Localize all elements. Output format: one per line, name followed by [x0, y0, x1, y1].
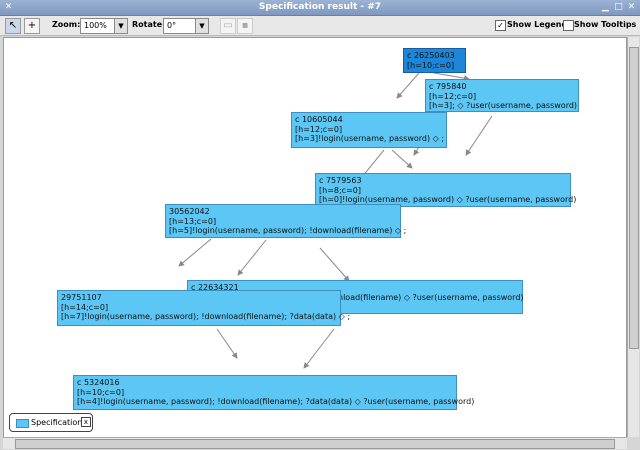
zoom-label: Zoom:	[52, 20, 81, 29]
node-trace: [h=0]!login(username, password) ◇ ?user(…	[319, 195, 577, 204]
show-tooltips-label: Show Tooltips	[574, 20, 637, 29]
node-id: c 795840	[429, 82, 467, 91]
node-id: c 26250403	[407, 51, 455, 60]
toolbar: ↖ + Zoom: 100% ▼ Rotate: 0° ▼ ▭ ▪ ✓ Show…	[0, 16, 640, 36]
edge	[303, 328, 335, 369]
graph-node[interactable]: c 10605044 [h=12;c=0] [h=3]!login(userna…	[291, 112, 447, 148]
graph-node[interactable]: 30562042 [h=13;c=0] [h=5]!login(username…	[165, 204, 407, 238]
node-state: [h=12;c=0]	[429, 91, 477, 101]
window-menu-icon[interactable]: ✕	[4, 2, 13, 12]
legend-swatch	[16, 419, 29, 428]
edge	[391, 149, 413, 169]
show-legend-label: Show Legend	[507, 20, 568, 29]
minimize-icon[interactable]: ▁	[602, 2, 609, 12]
horizontal-scrollbar[interactable]	[3, 437, 627, 449]
move-tool-icon[interactable]: +	[24, 18, 40, 34]
edge	[237, 239, 267, 276]
node-state: [h=13;c=0]	[169, 216, 217, 226]
legend: Specification x	[9, 413, 93, 432]
graph-node[interactable]: c 7579563 [h=8;c=0] [h=0]!login(username…	[315, 173, 577, 207]
node-trace: [h=7]!login(username, password); !downlo…	[61, 312, 351, 321]
chevron-down-icon[interactable]: ▼	[195, 19, 208, 33]
pointer-tool-icon[interactable]: ↖	[5, 18, 21, 34]
node-state: [h=10;c=0]	[77, 387, 125, 397]
window-titlebar: ✕ Specification result - #7 ▁ □ ✕	[0, 0, 640, 16]
edge	[216, 328, 238, 359]
node-id: 29751107	[61, 293, 102, 302]
graph-canvas[interactable]: c 26250403 [h=10;c=0] c 795840 [h=12;c=0…	[3, 37, 627, 438]
rotate-select[interactable]: 0° ▼	[163, 18, 209, 34]
edge	[178, 238, 212, 267]
node-id: c 10605044	[295, 115, 343, 124]
window-title: Specification result - #7	[258, 2, 382, 12]
graph-node[interactable]: c 795840 [h=12;c=0] [h=3]; ◇ ?user(usern…	[425, 79, 579, 112]
node-id: c 7579563	[319, 176, 362, 185]
chevron-down-icon[interactable]: ▼	[114, 19, 127, 33]
node-trace: [h=3]!login(username, password) ◇ ;	[295, 134, 445, 143]
edge	[433, 72, 470, 82]
edge	[319, 247, 350, 282]
vertical-scrollbar[interactable]	[627, 37, 639, 437]
legend-label: Specification	[31, 418, 83, 427]
show-legend-checkbox[interactable]: ✓	[495, 20, 506, 31]
node-state: [h=10;c=0]	[407, 60, 455, 70]
rotate-value: 0°	[167, 21, 177, 30]
maximize-icon[interactable]: □	[614, 2, 623, 12]
node-trace: nload(filename) ◇ ?user(username, passwo…	[338, 292, 524, 302]
node-state: [h=8;c=0]	[319, 185, 361, 195]
close-icon[interactable]: ✕	[627, 2, 636, 12]
node-id: c 22634321	[191, 283, 239, 292]
node-id: c 5324016	[77, 378, 120, 387]
legend-close-icon[interactable]: x	[81, 417, 91, 427]
zoom-select[interactable]: 100% ▼	[80, 18, 128, 34]
edge	[465, 115, 493, 156]
node-trace: [h=4]!login(username, password); !downlo…	[77, 397, 475, 406]
edge	[396, 72, 420, 99]
graph-node[interactable]: c 5324016 [h=10;c=0] [h=4]!login(usernam…	[73, 375, 475, 410]
show-tooltips-checkbox[interactable]	[563, 20, 574, 31]
copy-icon[interactable]: ▭	[220, 18, 236, 34]
node-trace: [h=5]!login(username, password); !downlo…	[169, 226, 407, 235]
graph-node[interactable]: c 26250403 [h=10;c=0]	[403, 48, 466, 73]
rotate-label: Rotate:	[132, 20, 166, 29]
node-trace: [h=3]; ◇ ?user(username, password)	[429, 101, 578, 110]
node-id: 30562042	[169, 207, 210, 216]
node-state: [h=12;c=0]	[295, 124, 343, 134]
node-state: [h=14;c=0]	[61, 302, 109, 312]
zoom-value: 100%	[84, 21, 107, 30]
save-icon[interactable]: ▪	[237, 18, 253, 34]
graph-node[interactable]: 29751107 [h=14;c=0] [h=7]!login(username…	[57, 290, 351, 326]
